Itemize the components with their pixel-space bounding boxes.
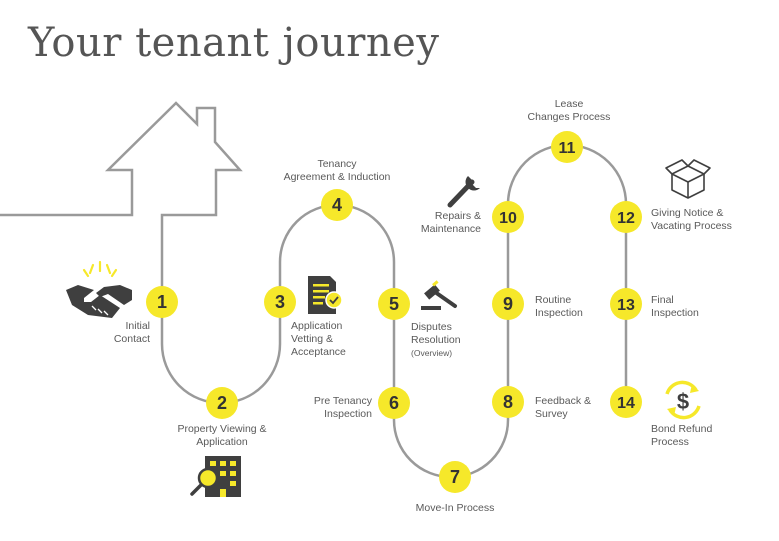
- step-number: 1: [157, 292, 167, 312]
- step-circle: [492, 201, 524, 233]
- step-label-8: Feedback &Survey: [535, 395, 592, 420]
- step-circle: [378, 387, 410, 419]
- step-label-12: Giving Notice &Vacating Process: [651, 207, 732, 232]
- step-number: 4: [332, 195, 342, 215]
- step-number: 7: [450, 467, 460, 487]
- box-icon: [665, 159, 711, 199]
- step-number: 8: [503, 392, 513, 412]
- step-circle: [206, 387, 238, 419]
- step-node-8: 8: [492, 386, 524, 418]
- step-node-11: 11: [551, 131, 583, 163]
- svg-text:$: $: [677, 389, 689, 414]
- step-number: 13: [617, 297, 635, 314]
- page-title: Your tenant journey: [28, 20, 440, 66]
- step-node-13: 13: [610, 288, 642, 320]
- journey-path: [160, 143, 628, 479]
- step-number: 12: [617, 210, 635, 227]
- building-search-icon: [190, 456, 241, 497]
- step-label-7: Move-In Process: [415, 502, 495, 514]
- step-node-5: 5: [378, 288, 410, 320]
- step-node-4: 4: [321, 189, 353, 221]
- step-node-1: 1: [146, 286, 178, 318]
- step-number: 11: [559, 140, 576, 157]
- step-circle: [439, 461, 471, 493]
- document-check-icon: [308, 276, 343, 314]
- step-label-10: Repairs &Maintenance: [420, 210, 481, 235]
- step-node-6: 6: [378, 387, 410, 419]
- step-node-10: 10: [492, 201, 524, 233]
- step-node-3: 3: [264, 286, 296, 318]
- step-number: 9: [503, 294, 513, 314]
- step-circle: [492, 386, 524, 418]
- step-circle: [610, 288, 642, 320]
- step-circle: [610, 386, 642, 418]
- step-circle: [551, 131, 583, 163]
- dollar-refresh-icon: $: [665, 380, 701, 420]
- gavel-icon: [421, 280, 457, 310]
- handshake-icon: [66, 260, 132, 318]
- step-number: 6: [389, 393, 399, 413]
- house-outline-icon: [0, 101, 243, 302]
- step-node-7: 7: [439, 461, 471, 493]
- step-number: 10: [499, 210, 517, 227]
- step-number: 3: [275, 292, 285, 312]
- step-circle: [492, 288, 524, 320]
- step-circle: [610, 201, 642, 233]
- step-number: 5: [389, 294, 399, 314]
- step-circle: [321, 189, 353, 221]
- step-node-9: 9: [492, 288, 524, 320]
- step-circle: [264, 286, 296, 318]
- step-circle: [378, 288, 410, 320]
- step-node-2: 2: [206, 387, 238, 419]
- step-number: 2: [217, 393, 227, 413]
- step-label-2: Property Viewing &Application: [177, 423, 267, 448]
- step-node-14: 14: [610, 386, 642, 418]
- step-circle: [146, 286, 178, 318]
- step-number: 14: [617, 395, 635, 412]
- wrench-icon: [447, 176, 480, 208]
- step-node-12: 12: [610, 201, 642, 233]
